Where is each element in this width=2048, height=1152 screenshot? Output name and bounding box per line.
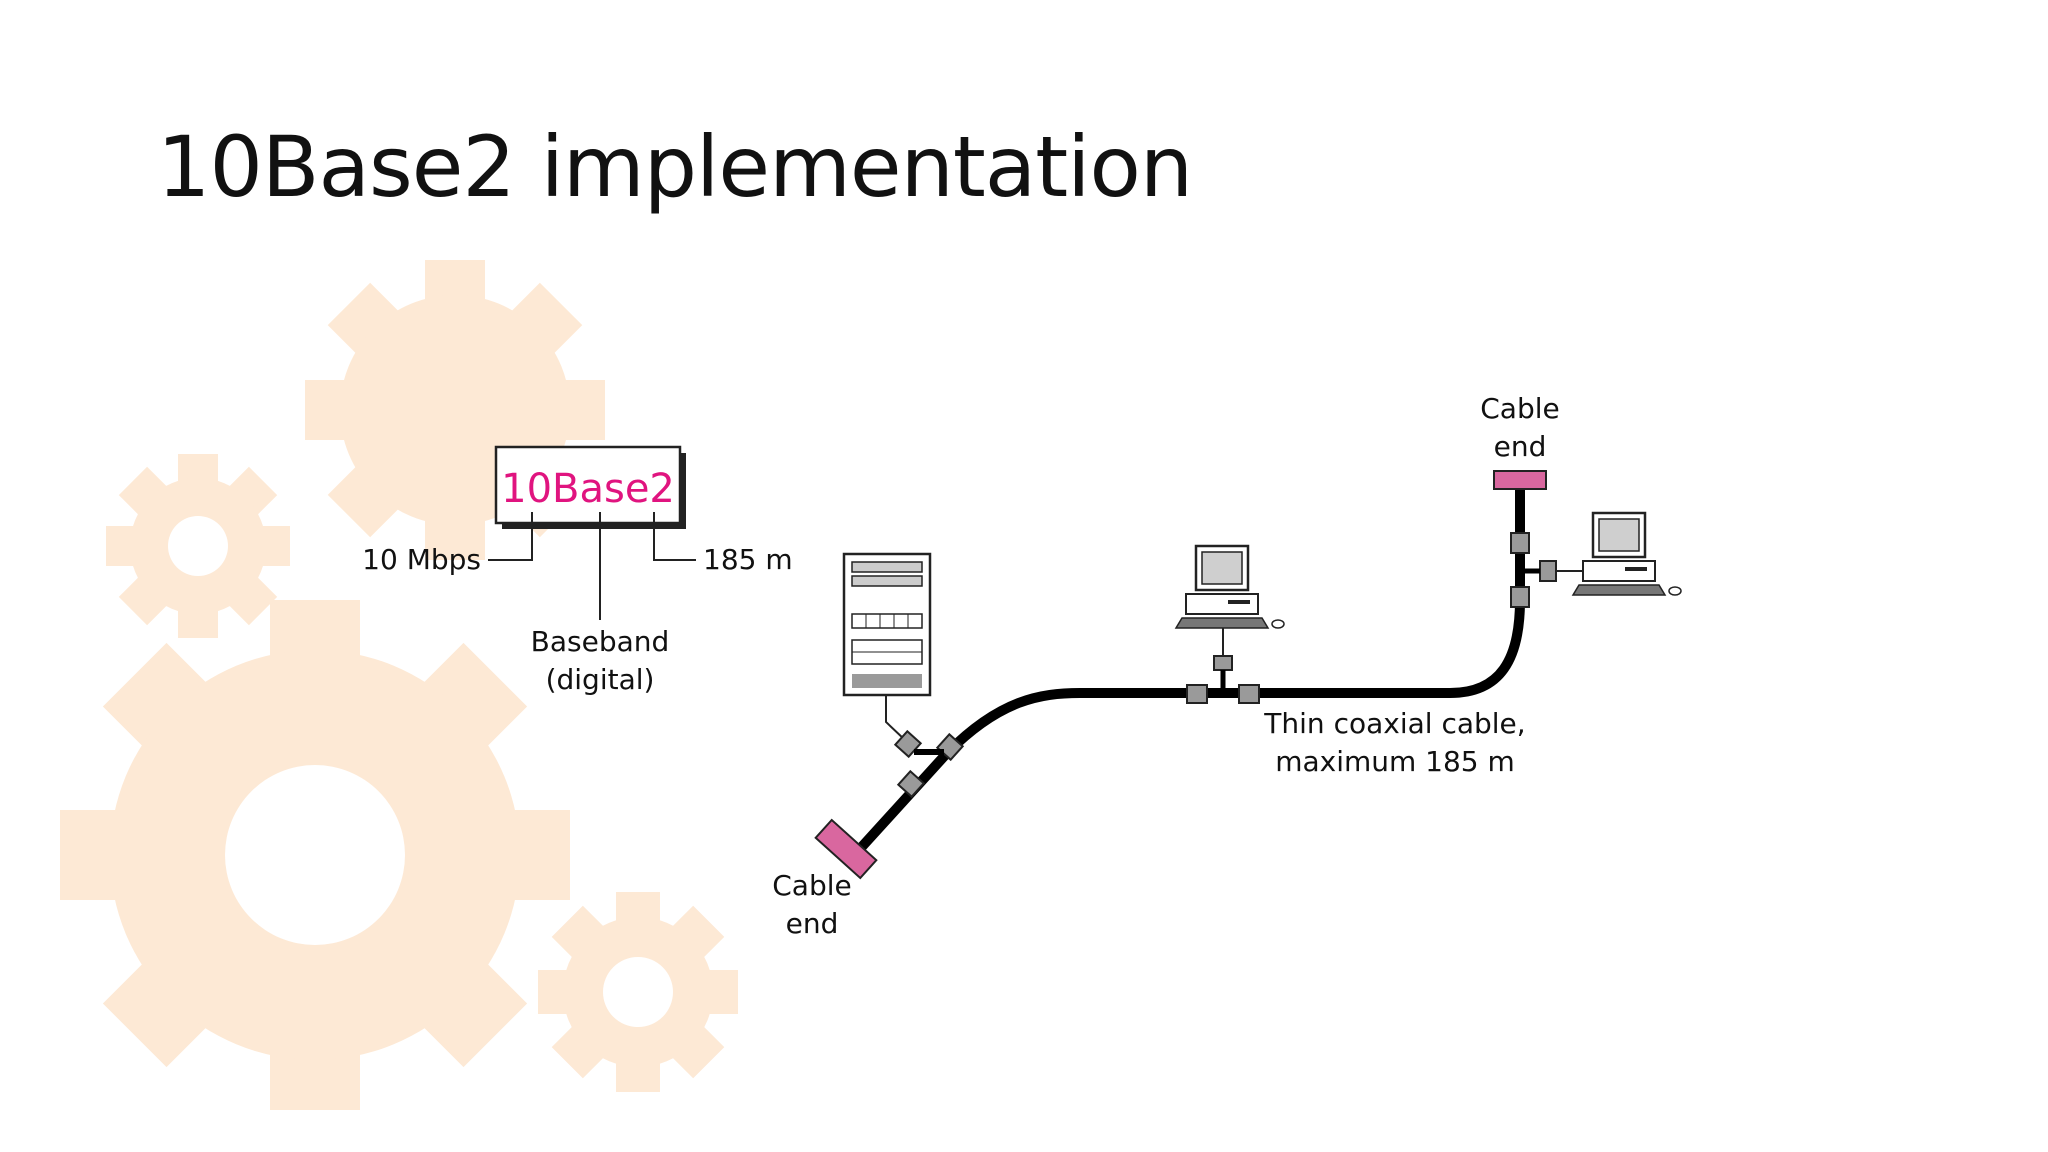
t-connector-icon (893, 729, 965, 799)
background-gears (60, 260, 738, 1110)
legend-box: 10Base2 10 Mbps 185 m Baseband (digital) (362, 445, 793, 696)
server-icon (842, 552, 932, 741)
cable-end-top-line2: end (1494, 430, 1547, 463)
cable-end-top-line1: Cable (1480, 392, 1560, 425)
coaxial-cable (844, 480, 1525, 866)
slide-title: 10Base2 implementation (157, 118, 1193, 216)
computer-icon (1174, 544, 1285, 704)
legend-length: 185 m (703, 543, 793, 576)
cable-end-bottom-line1: Cable (772, 869, 852, 902)
terminator-icon (1493, 470, 1547, 490)
t-connector-icon (1186, 655, 1260, 704)
legend-rate: 10 Mbps (362, 543, 481, 576)
t-connector-icon (1510, 532, 1557, 608)
gear-icon (538, 892, 738, 1092)
cable-end-bottom-line2: end (786, 907, 839, 940)
computer-icon (1510, 511, 1682, 608)
legend-signal-line2: (digital) (546, 663, 655, 696)
cable-label-line2: maximum 185 m (1275, 745, 1515, 778)
gear-icon (106, 454, 290, 638)
legend-name: 10Base2 (501, 466, 675, 512)
legend-signal-line1: Baseband (531, 625, 670, 658)
cable-label-line1: Thin coaxial cable, (1263, 707, 1525, 740)
gear-icon (60, 600, 570, 1110)
terminator-icon (814, 818, 878, 880)
